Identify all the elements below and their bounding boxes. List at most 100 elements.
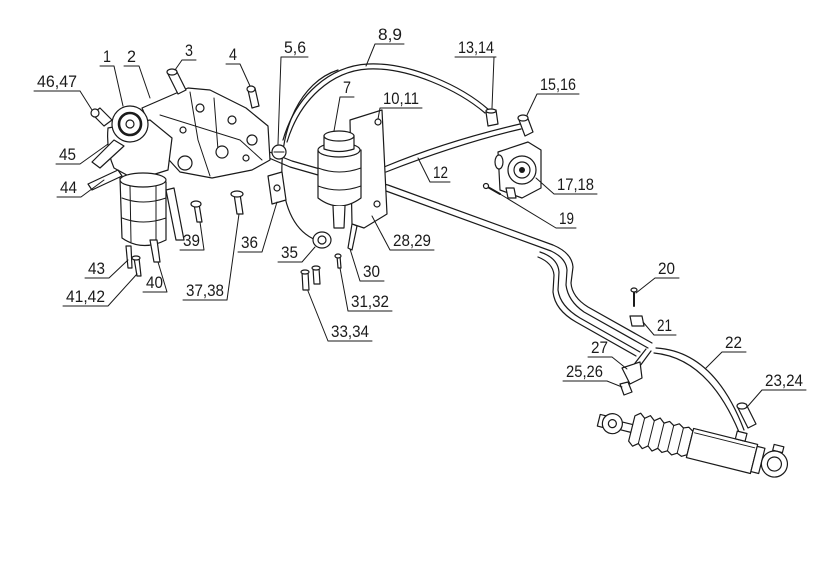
support-arm-40 (149, 239, 161, 263)
callout-label: 17,18 (557, 175, 594, 194)
pump-head-center (125, 119, 135, 129)
clamp-35-inner (317, 235, 327, 245)
reservoir-body (317, 149, 362, 207)
callout-2: 2 (123, 47, 151, 99)
callout-label: 15,16 (540, 75, 576, 94)
callout-10-11: 10,11 (377, 89, 423, 120)
callout-35: 35 (277, 243, 316, 263)
hose-12 (383, 123, 522, 173)
callout-label: 2 (127, 47, 136, 66)
callout-leader (277, 246, 316, 263)
callout-label: 35 (281, 243, 298, 262)
callout-label: 40 (146, 273, 163, 292)
bolt-37-38-head (230, 190, 244, 198)
callout-36: 36 (237, 201, 278, 253)
hose-22-edge-b (653, 352, 740, 433)
cylinder-port (734, 430, 748, 442)
filter-canister-body (119, 177, 167, 247)
callout-leader (587, 356, 628, 370)
callout-40: 40 (142, 261, 168, 293)
bracket-hole (215, 145, 229, 159)
callout-label: 13,14 (458, 38, 494, 57)
callout-31-32: 31,32 (339, 267, 393, 312)
hose-22 (653, 347, 745, 433)
callout-label: 43 (88, 259, 105, 278)
callout-leader (99, 65, 124, 107)
callout-label: 45 (59, 145, 76, 164)
callout-leader (417, 157, 451, 183)
callout-leader (339, 267, 393, 312)
callout-leader (56, 179, 105, 198)
callout-3: 3 (174, 41, 197, 71)
bracket-27 (621, 361, 643, 385)
bracket-arm-30 (347, 223, 358, 251)
callout-label: 39 (183, 231, 200, 250)
callout-19: 19 (499, 193, 577, 229)
rigid-return-pipe (537, 251, 641, 357)
mounting-bracket-plate (141, 87, 271, 179)
callout-leader (237, 201, 278, 253)
bolt-3-head (166, 68, 178, 76)
callout-leader (333, 96, 355, 132)
cylinder-highlight (694, 432, 756, 449)
callout-43: 43 (84, 259, 129, 279)
callout-leader (365, 43, 405, 67)
fitting-15-16-head (517, 114, 529, 122)
filter-canister-top (119, 172, 167, 188)
callout-label: 30 (363, 262, 380, 281)
callout-leader (174, 59, 197, 71)
callout-label: 1 (103, 47, 111, 66)
callout-leader (526, 93, 580, 116)
control-valve (482, 108, 542, 199)
callout-label: 46,47 (37, 72, 77, 91)
nut-34-head (311, 265, 321, 271)
callout-leader (454, 56, 497, 109)
callout-leader (55, 143, 109, 165)
reservoir-outlet (332, 205, 346, 229)
callout-21: 21 (642, 316, 677, 336)
callout-label: 12 (433, 163, 448, 182)
bolt-10-11 (374, 118, 382, 126)
bracket-hole (246, 134, 258, 146)
bolt-39-head (190, 200, 202, 208)
callout-label: 44 (60, 178, 77, 197)
callout-label: 10,11 (383, 89, 419, 108)
hose-12-edge-a (383, 123, 521, 168)
oil-reservoir (312, 109, 388, 269)
callout-label: 28,29 (393, 231, 431, 250)
callout-leader (499, 193, 577, 229)
fitting-43 (125, 245, 133, 269)
dust-boot-ridges (637, 417, 684, 454)
ball-joint-inner (766, 456, 783, 472)
callout-1: 1 (99, 47, 124, 107)
callout-leader (182, 213, 240, 301)
bolt-41-42-head (131, 255, 141, 261)
callout-leader (642, 321, 677, 336)
plate-hole (373, 200, 381, 208)
callout-label: 4 (229, 45, 237, 64)
callout-leader (123, 65, 151, 99)
callout-28-29: 28,29 (371, 215, 435, 251)
callout-5-6: 5,6 (277, 38, 309, 145)
piston-rod (620, 421, 634, 433)
callout-41-42: 41,42 (62, 273, 138, 307)
callout-23-24: 23,24 (747, 371, 807, 407)
support-arm (165, 187, 185, 241)
callout-46-47: 46,47 (33, 72, 93, 111)
bracket-hole (179, 126, 187, 134)
bolt-19-head (482, 182, 490, 190)
steering-pump-assembly (87, 68, 287, 277)
callout-label: 20 (658, 259, 675, 278)
callout-leader (377, 107, 423, 120)
callout-leader (349, 248, 385, 282)
bolt-4-head (246, 85, 256, 93)
callout-leader (179, 221, 205, 251)
callout-20: 20 (635, 259, 680, 294)
valve-face-center (519, 167, 525, 173)
callout-13-14: 13,14 (454, 38, 497, 109)
bracket-44 (87, 169, 123, 191)
bracket-hole (242, 154, 250, 162)
callout-33-34: 33,34 (307, 290, 373, 342)
callout-7: 7 (333, 78, 355, 132)
callout-leader (84, 259, 129, 279)
